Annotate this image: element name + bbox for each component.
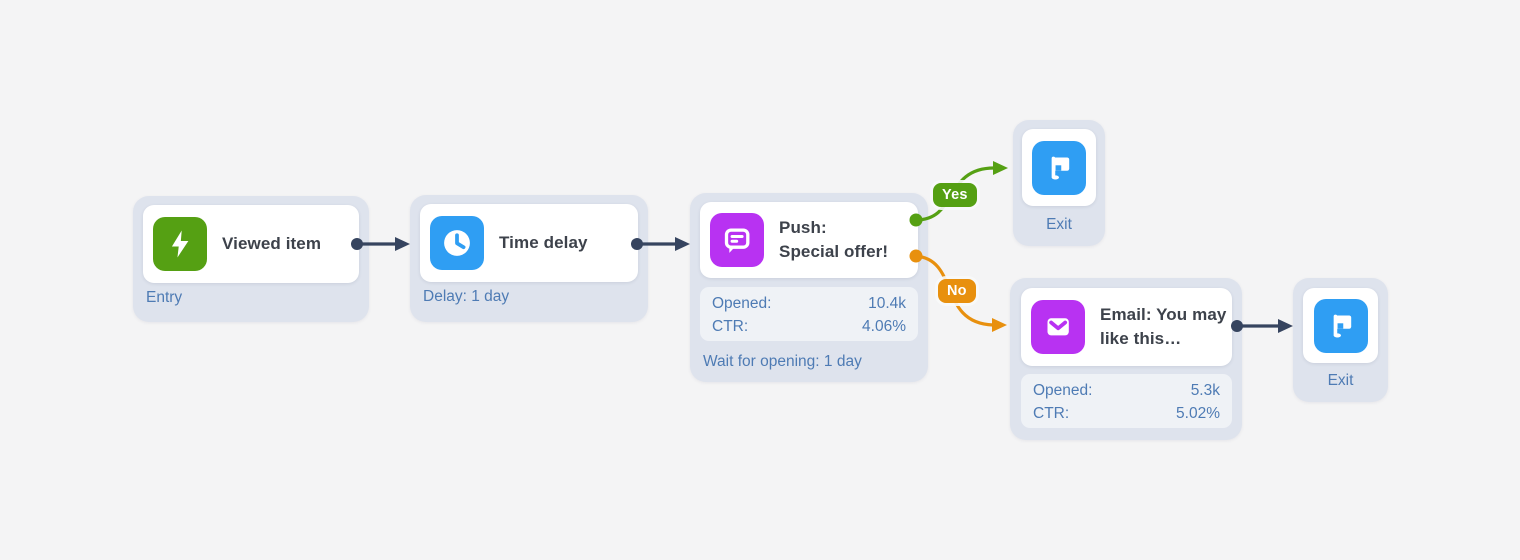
node-title: Push: Special offer!	[779, 218, 889, 261]
node-email[interactable]: Email: You may like this… Opened:5.3k CT…	[1010, 278, 1242, 440]
stat-opened: Opened:5.3k	[1033, 382, 1220, 399]
flag-icon	[1313, 298, 1368, 353]
exit-top-card[interactable]	[1022, 129, 1096, 206]
time-delay-card[interactable]: Time delay	[420, 204, 638, 282]
node-exit-bottom[interactable]: Exit	[1293, 278, 1388, 402]
exit-label: Exit	[1327, 372, 1354, 389]
push-stats-panel: Opened:10.4k CTR:4.06%	[700, 287, 918, 341]
node-subtitle: Entry	[146, 289, 183, 306]
yes-branch-badge[interactable]: Yes	[933, 183, 977, 207]
stat-ctr: CTR:5.02%	[1033, 405, 1220, 422]
node-exit-top[interactable]: Exit	[1013, 120, 1105, 246]
push-card[interactable]: Push: Special offer!	[700, 202, 918, 278]
envelope-icon	[1031, 300, 1085, 354]
lightning-icon	[153, 217, 207, 271]
node-title: Time delay	[499, 233, 588, 252]
exit-label: Exit	[1046, 216, 1072, 233]
email-card[interactable]: Email: You may like this…	[1021, 288, 1232, 366]
node-title: Email: You may like this…	[1100, 305, 1227, 348]
flag-icon	[1032, 140, 1086, 195]
node-time-delay[interactable]: Time delay Delay: 1 day	[410, 195, 648, 322]
node-title: Viewed item	[222, 234, 322, 253]
node-subtitle: Wait for opening: 1 day	[703, 353, 862, 370]
node-push[interactable]: Push: Special offer! Opened:10.4k CTR:4.…	[690, 193, 928, 382]
stat-ctr: CTR:4.06%	[712, 318, 906, 335]
node-subtitle: Delay: 1 day	[423, 288, 510, 305]
exit-bottom-card[interactable]	[1303, 288, 1378, 363]
arrowhead-icon	[675, 237, 690, 251]
arrowhead-icon	[395, 237, 410, 251]
email-stats-panel: Opened:5.3k CTR:5.02%	[1021, 374, 1232, 428]
arrowhead-icon	[992, 318, 1007, 332]
arrowhead-icon	[1278, 319, 1293, 333]
node-viewed-item[interactable]: Viewed item Entry	[133, 196, 369, 322]
chat-bubble-icon	[710, 213, 764, 267]
stat-opened: Opened:10.4k	[712, 295, 906, 312]
viewed-item-card[interactable]: Viewed item	[143, 205, 359, 283]
arrowhead-icon	[993, 161, 1008, 175]
no-branch-badge[interactable]: No	[938, 279, 976, 303]
clock-icon	[430, 216, 484, 270]
